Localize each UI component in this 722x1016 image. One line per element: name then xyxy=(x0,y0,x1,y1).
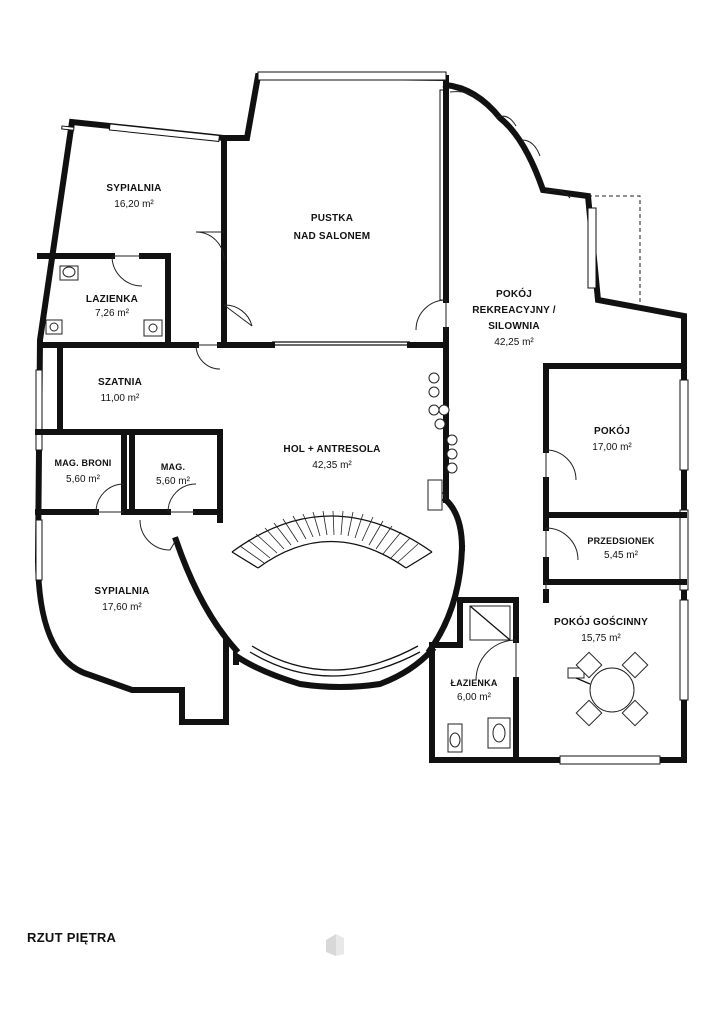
room-label-hol: HOL + ANTRESOLA xyxy=(283,444,380,455)
room-label-pustka-2: NAD SALONEM xyxy=(294,231,371,242)
room-area-przedsionek: 5,45 m² xyxy=(604,550,639,561)
column-fixtures xyxy=(428,372,458,474)
room-labels: SYPIALNIA 16,20 m² LAZIENKA 7,26 m² SZAT… xyxy=(55,183,655,703)
room-area-mag: 5,60 m² xyxy=(156,476,191,487)
room-label-rekreacyjny-1: POKÓJ xyxy=(496,287,532,300)
room-label-mag-broni: MAG. BRONI xyxy=(55,458,112,468)
dining-table-icon xyxy=(567,667,635,713)
room-label-lazienka-2: ŁAZIENKA xyxy=(450,678,497,688)
room-area-lazienka-1: 7,26 m² xyxy=(95,308,130,319)
room-label-szatnia: SZATNIA xyxy=(98,377,142,388)
room-label-rekreacyjny-2: REKREACYJNY / xyxy=(472,305,556,316)
room-area-pokoj: 17,00 m² xyxy=(592,442,632,453)
room-area-hol: 42,35 m² xyxy=(312,460,352,471)
hall-curves xyxy=(172,495,466,655)
room-label-sypialnia-2: SYPIALNIA xyxy=(94,586,149,597)
plan-title: RZUT PIĘTRA xyxy=(27,930,117,945)
sink-icon xyxy=(45,319,511,749)
room-label-mag: MAG. xyxy=(161,462,185,472)
chair-icon xyxy=(575,651,649,727)
toilet-icon xyxy=(59,265,463,753)
room-area-rekreacyjny: 42,25 m² xyxy=(494,337,534,348)
bathtub-icon xyxy=(427,479,443,511)
room-area-mag-broni: 5,60 m² xyxy=(66,474,101,485)
spiral-staircase-icon xyxy=(231,510,433,677)
watermark-logo-icon xyxy=(326,934,344,956)
room-label-rekreacyjny-3: SILOWNIA xyxy=(488,321,540,332)
terrace-outline xyxy=(588,195,641,306)
room-area-sypialnia-1: 16,20 m² xyxy=(114,199,154,210)
room-label-pustka-1: PUSTKA xyxy=(311,213,353,224)
door-swing-icon xyxy=(95,91,579,681)
room-label-sypialnia-1: SYPIALNIA xyxy=(106,183,161,194)
room-area-sypialnia-2: 17,60 m² xyxy=(102,602,142,613)
room-area-pokoj-goscinny: 15,75 m² xyxy=(581,633,621,644)
room-label-pokoj-goscinny: POKÓJ GOŚCINNY xyxy=(554,615,648,628)
room-label-przedsionek: PRZEDSIONEK xyxy=(587,536,655,546)
room-area-szatnia: 11,00 m² xyxy=(101,393,140,404)
shower-icon xyxy=(469,605,511,641)
room-area-lazienka-2: 6,00 m² xyxy=(457,692,492,703)
room-label-pokoj: POKÓJ xyxy=(594,424,630,437)
room-label-lazienka-1: LAZIENKA xyxy=(86,294,138,305)
